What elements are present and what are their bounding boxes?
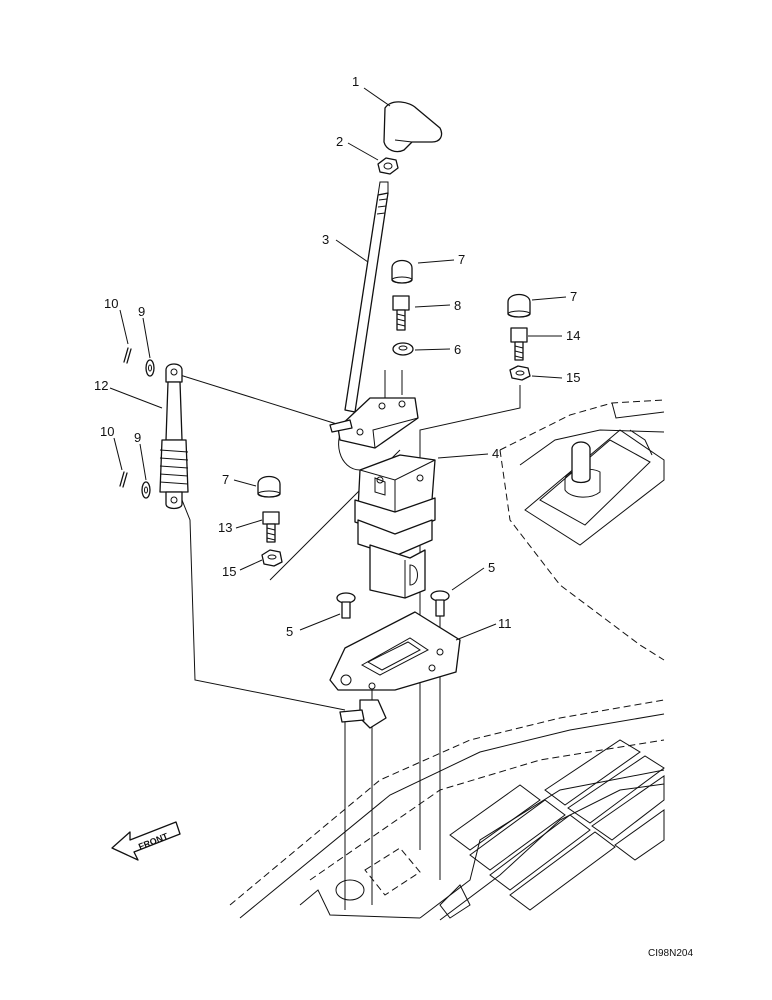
callout-9-upper: 9	[138, 304, 145, 319]
part-2-nut	[377, 157, 399, 175]
callout-5-left: 5	[286, 624, 293, 639]
callout-labels: 1 2 3 4 5 5 6 7 7 7 8 9 9 10 10 11 12 13…	[94, 74, 580, 639]
callout-leaders	[109, 87, 567, 641]
part-7-cap-right	[507, 293, 531, 318]
callout-2: 2	[336, 134, 343, 149]
part-8-bolt	[392, 295, 410, 331]
callout-7-right: 7	[570, 289, 577, 304]
lever-bracket	[329, 397, 419, 449]
callout-15-left: 15	[222, 564, 236, 579]
floor-openings	[335, 847, 421, 901]
part-5-screw-left	[336, 592, 356, 619]
part-9-washer-lower	[141, 481, 151, 499]
callout-11: 11	[498, 616, 512, 631]
callout-14: 14	[566, 328, 580, 343]
callout-12: 12	[94, 378, 108, 393]
part-12-gas-spring	[159, 363, 189, 510]
part-6-washer	[392, 342, 414, 356]
callout-3: 3	[322, 232, 329, 247]
part-15-nut-left	[261, 549, 283, 567]
callout-10-lower: 10	[100, 424, 114, 439]
right-control-console	[524, 429, 665, 546]
part-15-nut-right	[509, 365, 531, 381]
installation-lines	[179, 370, 521, 910]
callout-10-upper: 10	[104, 296, 118, 311]
callout-8: 8	[454, 298, 461, 313]
part-3-lever-rod	[344, 181, 389, 413]
part-5-screw-right	[430, 590, 450, 617]
part-14-bolt	[510, 327, 528, 361]
part-11-mounting-plate	[329, 611, 461, 729]
part-1-grip	[383, 101, 443, 153]
part-10-pin-lower	[119, 471, 128, 488]
callout-7-left: 7	[222, 472, 229, 487]
callout-9-lower: 9	[134, 430, 141, 445]
front-direction-arrow	[111, 821, 181, 861]
floor-ribs	[439, 739, 665, 919]
part-7-cap-left	[257, 475, 281, 498]
part-4-pilot-valve	[354, 454, 436, 599]
callout-1: 1	[352, 74, 359, 89]
part-7-cap-center	[391, 259, 413, 284]
drawing-code: CI98N204	[648, 948, 693, 959]
callout-6: 6	[454, 342, 461, 357]
callout-4: 4	[492, 446, 499, 461]
callout-7-center: 7	[458, 252, 465, 267]
callout-15-right: 15	[566, 370, 580, 385]
part-9-washer-upper	[145, 359, 155, 377]
part-10-pin-upper	[123, 347, 132, 364]
callout-5-right: 5	[488, 560, 495, 575]
callout-13: 13	[218, 520, 232, 535]
part-13-bolt	[262, 511, 280, 543]
